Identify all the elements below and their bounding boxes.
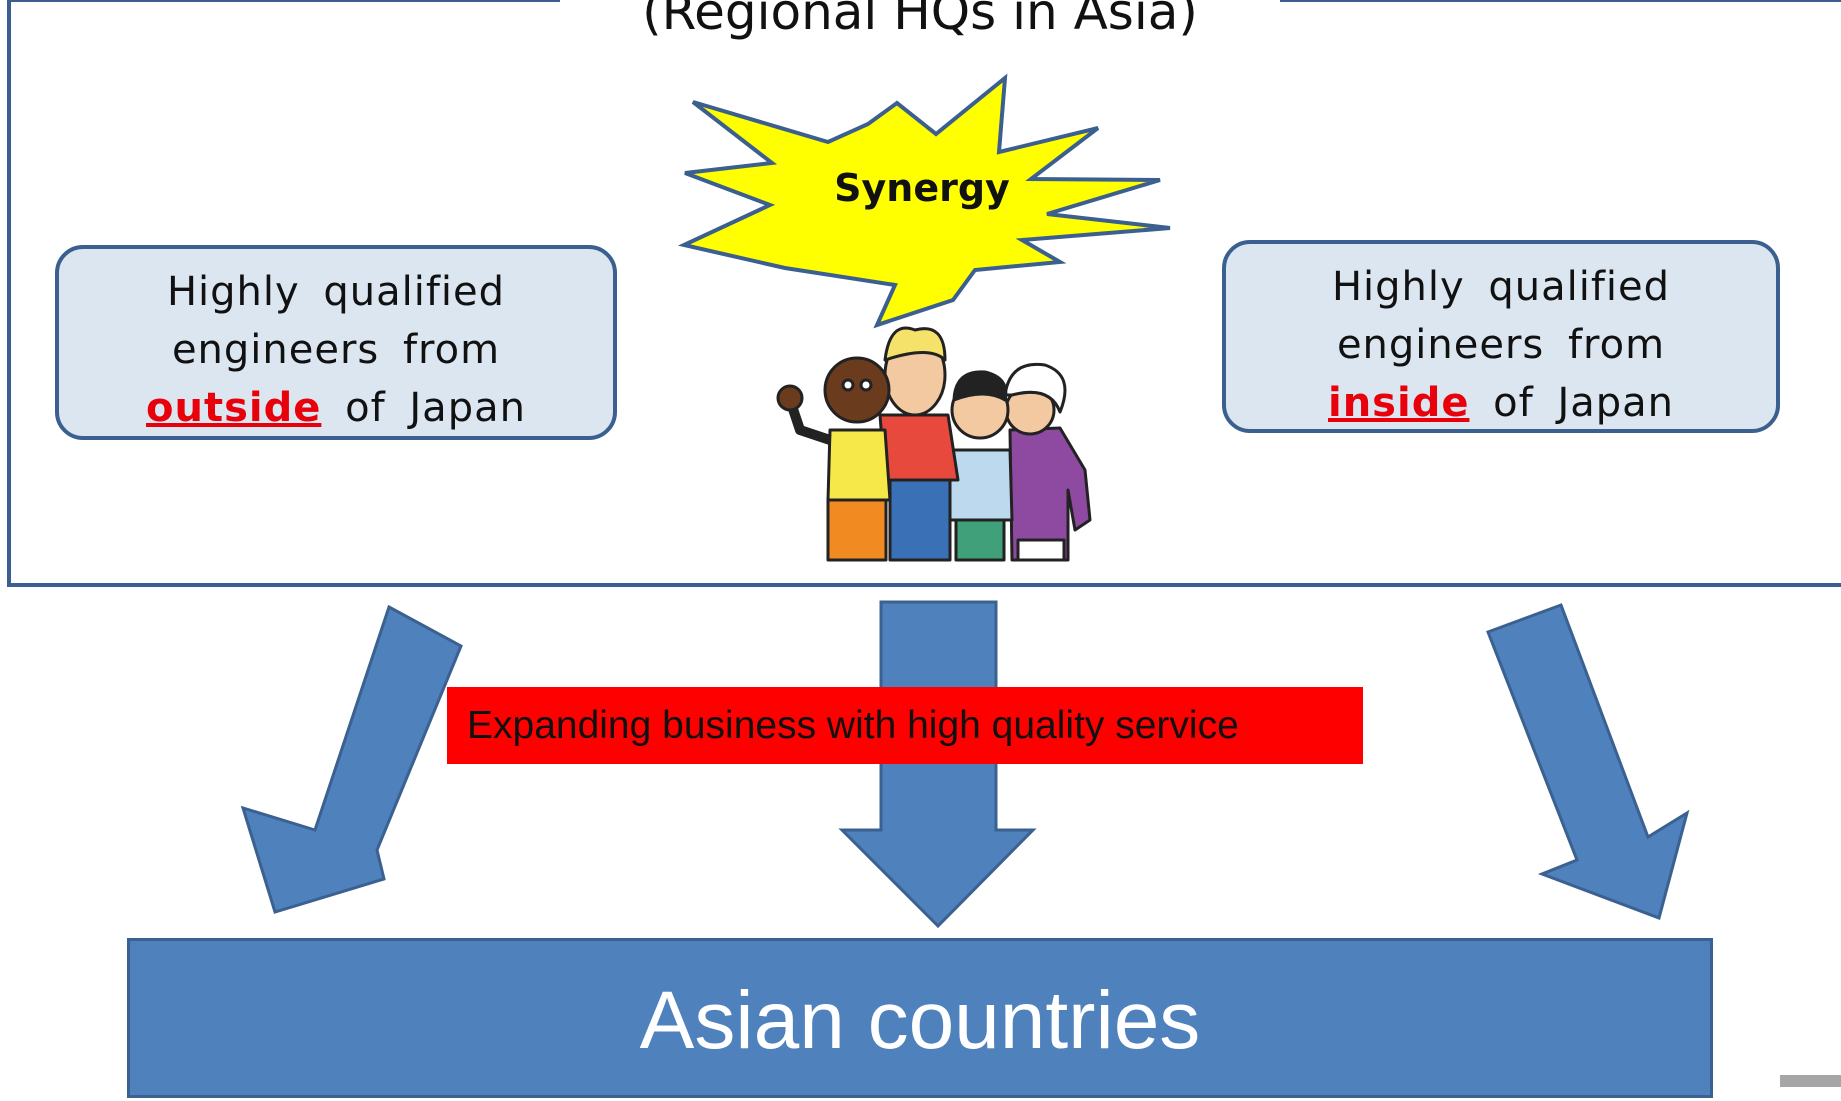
- outside-tail: of Japan: [345, 385, 526, 431]
- inside-engineers-box: Highly qualified engineers from inside o…: [1222, 240, 1780, 433]
- inside-tail: of Japan: [1493, 380, 1675, 426]
- inside-line-3: inside of Japan: [1226, 374, 1776, 432]
- outside-engineers-box: Highly qualified engineers from outside …: [55, 245, 617, 440]
- outside-line-2: engineers from: [171, 327, 501, 373]
- outside-line-3: outside of Japan: [59, 379, 613, 437]
- frame-title: (Regional HQs in Asia): [560, 0, 1280, 50]
- corner-mark: [1780, 1075, 1841, 1087]
- inside-highlight: inside: [1327, 380, 1470, 426]
- synergy-label: Synergy: [834, 166, 1010, 210]
- right-down-arrow-icon: [1486, 603, 1690, 920]
- outside-highlight: outside: [146, 385, 322, 431]
- expanding-business-banner: Expanding business with high quality ser…: [447, 687, 1363, 764]
- inside-line-1: Highly qualified: [1331, 264, 1671, 310]
- asian-countries-box: Asian countries: [127, 938, 1713, 1098]
- inside-line-2: engineers from: [1336, 322, 1666, 368]
- outside-line-1: Highly qualified: [166, 269, 506, 315]
- left-down-arrow-icon: [240, 604, 463, 914]
- center-down-arrow-icon: [838, 600, 1037, 929]
